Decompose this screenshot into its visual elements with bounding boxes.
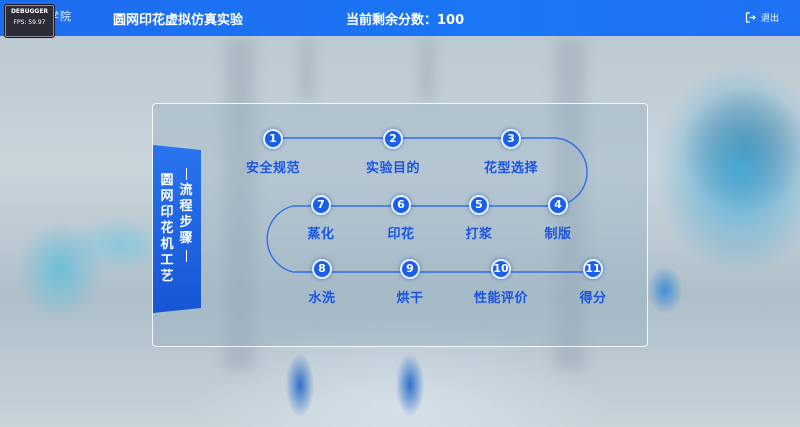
step-3-pattern[interactable]: 3 花型选择 xyxy=(471,129,551,176)
fps-counter: FPS: 59.97 xyxy=(13,19,46,26)
side-title-sub: 流程步骤 xyxy=(179,165,193,265)
side-title-tab: 圆网印花机工艺 流程步骤 xyxy=(153,145,201,313)
step-number: 3 xyxy=(501,129,521,149)
debugger-title: DEBUGGER xyxy=(10,8,49,15)
debugger-overlay[interactable]: DEBUGGER FPS: 59.97 xyxy=(5,5,54,37)
step-label: 性能评价 xyxy=(473,291,528,306)
exit-button[interactable]: 退出 xyxy=(745,11,779,24)
step-label: 印花 xyxy=(387,227,415,242)
step-label: 制版 xyxy=(544,227,572,242)
step-5-paste[interactable]: 5 打浆 xyxy=(439,195,519,242)
step-number: 1 xyxy=(263,129,283,149)
step-9-drying[interactable]: 9 烘干 xyxy=(370,259,450,306)
exit-label: 退出 xyxy=(761,14,780,24)
step-8-washing[interactable]: 8 水洗 xyxy=(282,259,362,306)
step-11-score[interactable]: 11 得分 xyxy=(553,259,633,306)
step-number: 6 xyxy=(391,195,411,215)
step-number: 9 xyxy=(400,259,420,279)
side-title-main: 圆网印花机工艺 xyxy=(160,173,174,284)
step-2-purpose[interactable]: 2 实验目的 xyxy=(353,129,433,176)
step-number: 8 xyxy=(312,259,332,279)
step-4-platemaking[interactable]: 4 制版 xyxy=(518,195,598,242)
remaining-score: 当前剩余分数：100 xyxy=(346,13,465,28)
top-bar: 学院 圆网印花虚拟仿真实验 当前剩余分数：100 退出 xyxy=(0,0,800,36)
step-6-printing[interactable]: 6 印花 xyxy=(361,195,441,242)
step-number: 11 xyxy=(583,259,603,279)
step-7-steaming[interactable]: 7 蒸化 xyxy=(281,195,361,242)
step-number: 10 xyxy=(491,259,511,279)
step-number: 5 xyxy=(469,195,489,215)
step-label: 实验目的 xyxy=(365,161,420,176)
step-1-safety[interactable]: 1 安全规范 xyxy=(233,129,313,176)
step-10-evaluation[interactable]: 10 性能评价 xyxy=(461,259,541,306)
app-title: 圆网印花虚拟仿真实验 xyxy=(113,13,244,28)
step-label: 烘干 xyxy=(396,291,424,306)
exit-icon xyxy=(745,12,756,23)
step-number: 2 xyxy=(383,129,403,149)
step-label: 蒸化 xyxy=(307,227,335,242)
step-number: 4 xyxy=(548,195,568,215)
step-label: 安全规范 xyxy=(245,161,300,176)
step-number: 7 xyxy=(311,195,331,215)
process-steps-panel: 圆网印花机工艺 流程步骤 1 安全规范 2 实验目的 3 花型选择 4 制版 5… xyxy=(152,103,648,347)
step-label: 水洗 xyxy=(308,291,336,306)
step-label: 花型选择 xyxy=(483,161,538,176)
step-label: 打浆 xyxy=(465,227,493,242)
step-label: 得分 xyxy=(579,291,607,306)
